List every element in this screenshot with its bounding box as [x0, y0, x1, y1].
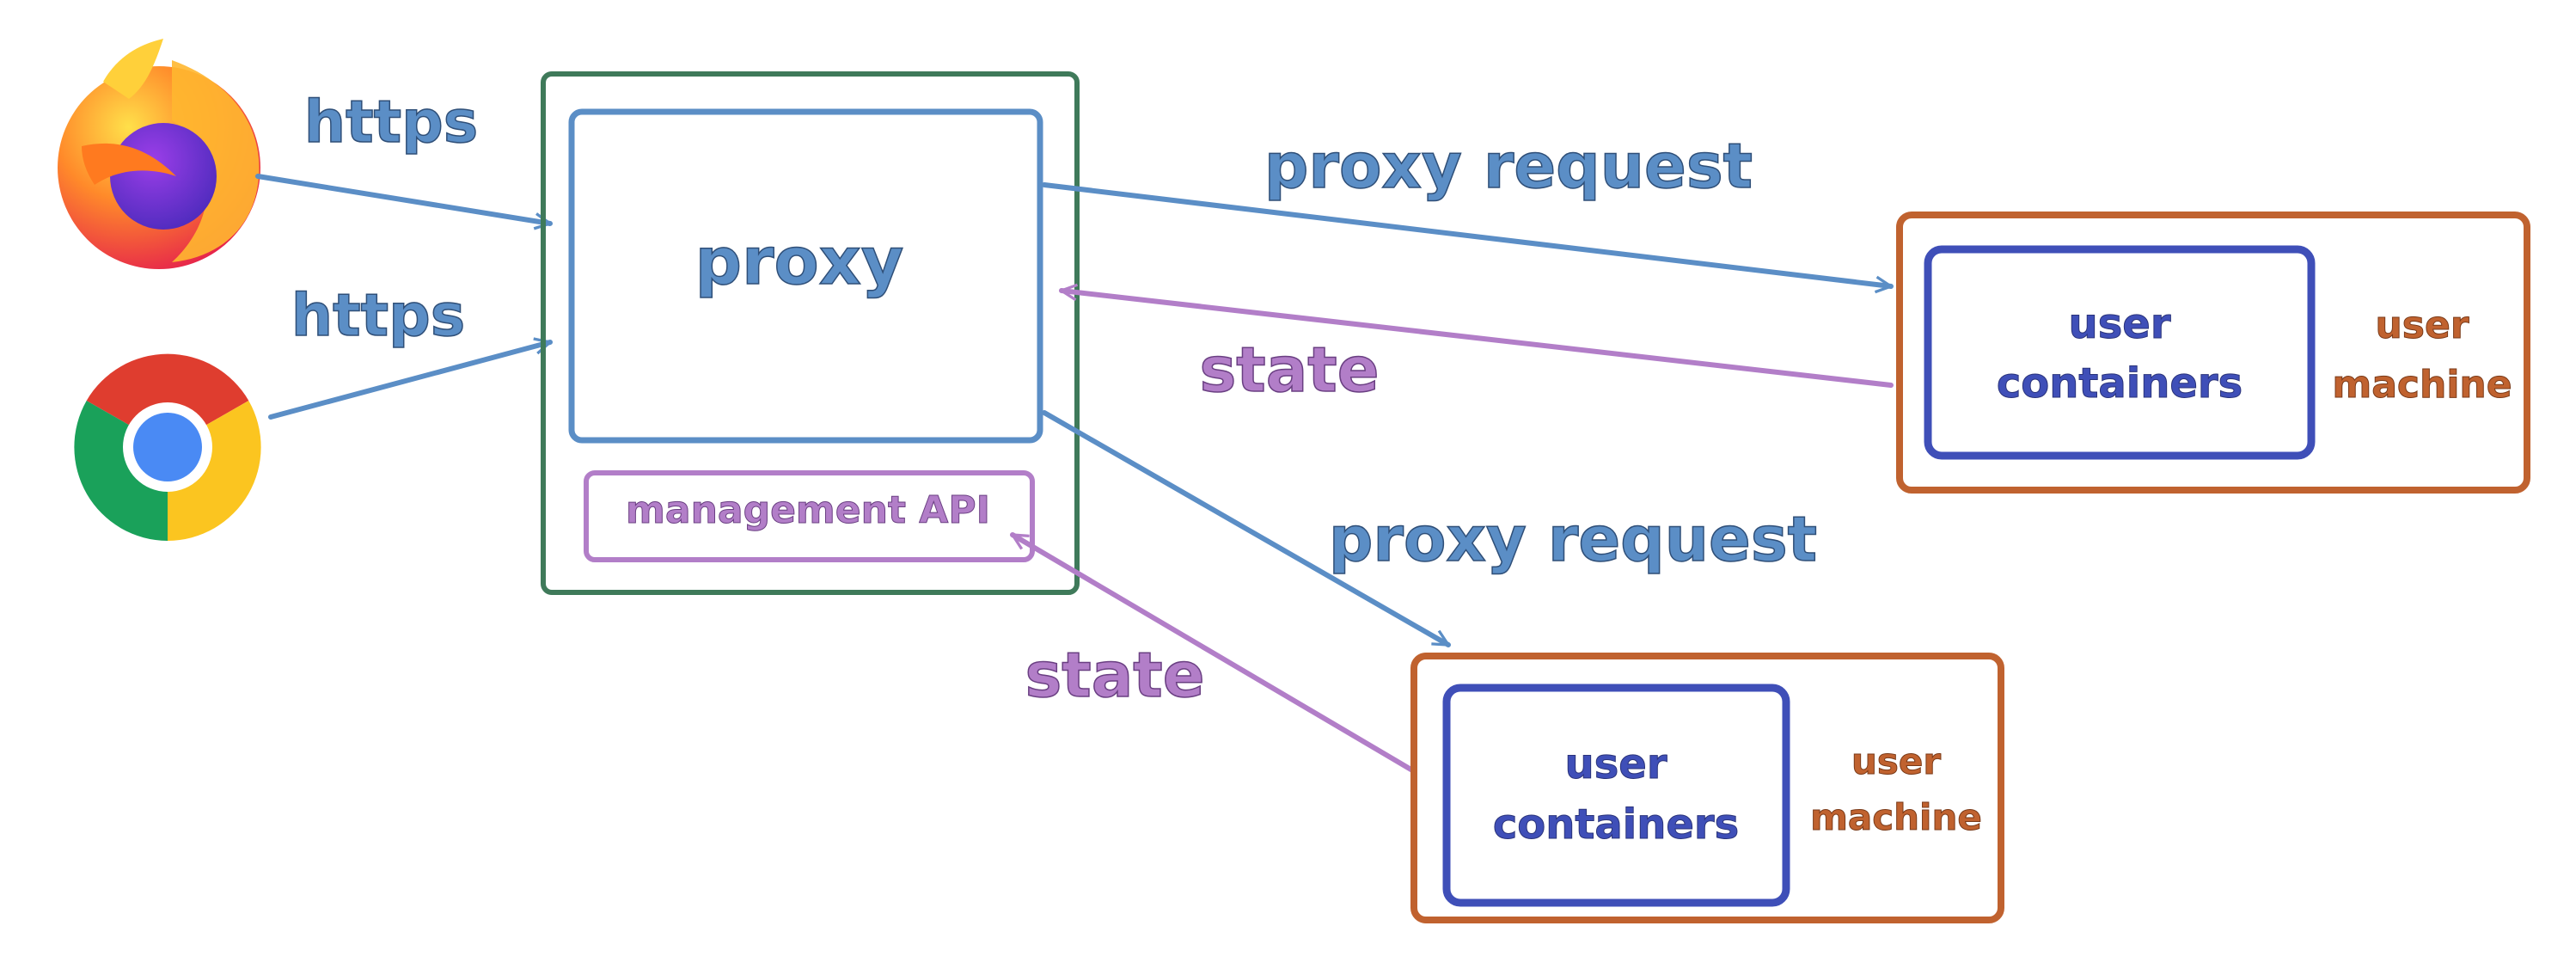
- user-machine-label-bottom-line1: user: [1851, 740, 1941, 782]
- proxy-request-arrow-bottom: [1042, 410, 1448, 647]
- firefox-icon: [58, 39, 260, 269]
- chrome-icon: [74, 353, 261, 541]
- user-containers-label-bottom-line1: user: [1565, 740, 1667, 788]
- state-label-top: state: [1199, 334, 1379, 406]
- proxy-request-arrow-top: [1042, 182, 1891, 286]
- proxy-request-label-bottom: proxy request: [1329, 503, 1817, 575]
- user-machine-bottom: user containers user machine: [1410, 653, 2004, 923]
- https-arrow-bottom: [268, 342, 550, 420]
- user-containers-box-top: [1924, 245, 2316, 460]
- user-machine-label-bottom-line2: machine: [1810, 796, 1982, 838]
- proxy-box: [568, 108, 1043, 444]
- state-label-bottom: state: [1025, 639, 1204, 711]
- user-machine-label-top-line1: user: [2375, 304, 2469, 347]
- proxy-request-label-top: proxy request: [1264, 130, 1753, 202]
- user-containers-label-top-line1: user: [2069, 300, 2171, 348]
- state-arrow-bottom: [1013, 532, 1416, 774]
- https-label-bottom: https: [291, 282, 466, 350]
- proxy-server-box: [541, 71, 1080, 595]
- https-arrow-top: [255, 174, 550, 224]
- user-machine-top: user containers user machine: [1896, 212, 2530, 494]
- user-containers-box-bottom: [1442, 684, 1790, 907]
- state-arrow-top: [1062, 291, 1894, 388]
- user-machine-box-top: [1896, 212, 2530, 494]
- user-machine-label-top-line2: machine: [2332, 363, 2512, 407]
- user-containers-label-top-line2: containers: [1997, 359, 2243, 408]
- user-containers-label-bottom-line2: containers: [1493, 800, 1739, 849]
- management-api-box: [584, 470, 1035, 562]
- management-api-label: management API: [626, 488, 990, 532]
- user-machine-box-bottom: [1410, 653, 2004, 923]
- proxy-label: proxy: [695, 223, 904, 299]
- https-label-top: https: [304, 89, 479, 156]
